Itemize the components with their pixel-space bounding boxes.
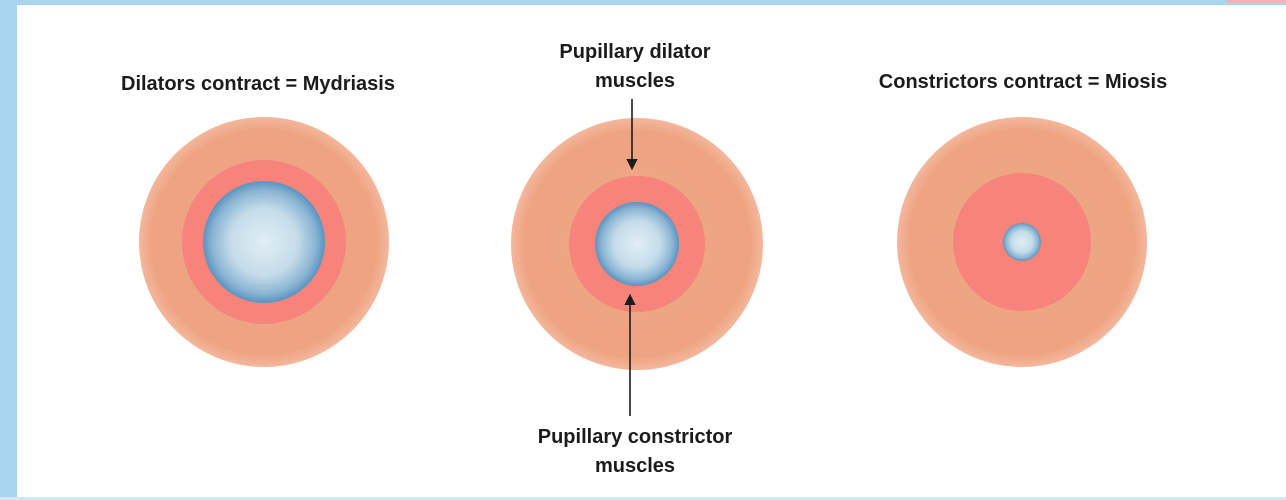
eye-miosis xyxy=(897,117,1147,367)
label-constrictor-line2: muscles xyxy=(500,452,770,481)
label-dilator-line2: muscles xyxy=(520,67,750,96)
label-dilator-line1: Pupillary dilator xyxy=(520,38,750,67)
pupil-normal xyxy=(595,202,679,286)
pupil-constricted xyxy=(1003,223,1041,261)
pupil-dilated xyxy=(203,181,325,303)
caption-mydriasis: Dilators contract = Mydriasis xyxy=(80,70,436,99)
label-dilator-muscles: Pupillary dilator muscles xyxy=(520,38,750,96)
caption-miosis: Constrictors contract = Miosis xyxy=(850,68,1196,97)
caption-mydriasis-text: Dilators contract = Mydriasis xyxy=(121,73,395,95)
caption-miosis-text: Constrictors contract = Miosis xyxy=(879,71,1167,93)
eye-normal xyxy=(511,118,763,370)
label-constrictor-muscles: Pupillary constrictor muscles xyxy=(500,423,770,481)
label-constrictor-line1: Pupillary constrictor xyxy=(500,423,770,452)
eye-mydriasis xyxy=(139,117,389,367)
